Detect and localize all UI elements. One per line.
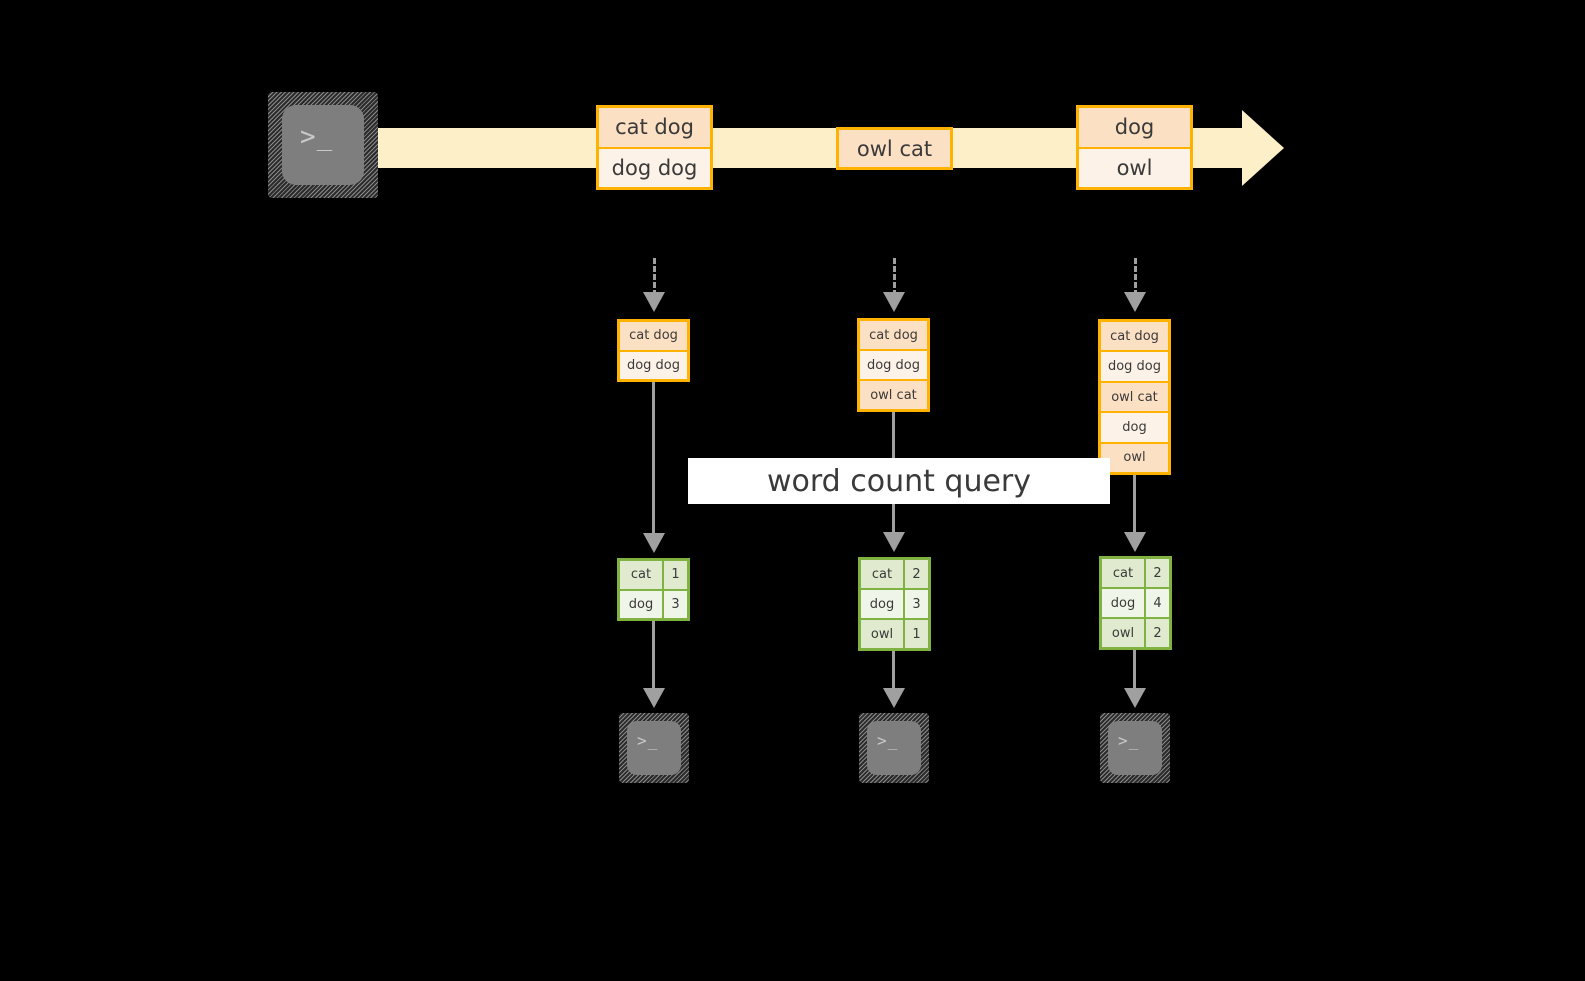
query-label: word count query bbox=[688, 458, 1110, 504]
terminal-face bbox=[627, 721, 681, 775]
result-word-cell: owl bbox=[1102, 619, 1146, 647]
result-word-cell: dog bbox=[620, 590, 664, 618]
result-word-cell: cat bbox=[861, 560, 905, 588]
table-row: cat 1 bbox=[620, 561, 687, 591]
snapshot-3-result-table: cat 2 dog 4 owl 2 bbox=[1099, 556, 1172, 650]
snapshot-record-line: cat dog bbox=[1101, 322, 1168, 353]
snapshot-record-line: owl bbox=[1101, 443, 1168, 473]
source-terminal-icon: >_ bbox=[268, 92, 378, 198]
result-count-cell: 3 bbox=[664, 590, 687, 618]
result-count-cell: 4 bbox=[1146, 589, 1169, 617]
terminal-prompt-glyph: >_ bbox=[1118, 731, 1140, 750]
terminal-prompt-glyph: >_ bbox=[877, 731, 899, 750]
sink-arrowhead-1 bbox=[643, 688, 665, 708]
snapshot-record-line: owl cat bbox=[860, 381, 927, 409]
table-row: cat 2 bbox=[861, 560, 928, 590]
snapshot-record-line: cat dog bbox=[860, 321, 927, 351]
snapshot-record-line: dog dog bbox=[620, 351, 687, 379]
result-word-cell: cat bbox=[620, 561, 664, 589]
snapshot-record-line: dog dog bbox=[1101, 352, 1168, 383]
stream-tap-arrowhead-2 bbox=[883, 292, 905, 312]
query-arrow-1 bbox=[652, 382, 655, 537]
result-count-cell: 1 bbox=[664, 561, 687, 589]
stream-arrowhead-icon bbox=[1242, 110, 1284, 186]
stream-event-line: owl bbox=[1079, 148, 1190, 187]
terminal-face bbox=[282, 105, 364, 185]
stream-tap-arrowhead-3 bbox=[1124, 292, 1146, 312]
result-word-cell: dog bbox=[1102, 589, 1146, 617]
query-arrowhead-1 bbox=[643, 533, 665, 553]
terminal-face bbox=[867, 721, 921, 775]
snapshot-2-records: cat dog dog dog owl cat bbox=[857, 318, 930, 412]
table-row: dog 4 bbox=[1102, 589, 1169, 619]
stream-event-3: dog owl bbox=[1076, 105, 1193, 190]
result-count-cell: 1 bbox=[905, 620, 928, 648]
stream-tap-arrow-3 bbox=[1134, 258, 1137, 296]
snapshot-record-line: owl cat bbox=[1101, 382, 1168, 414]
snapshot-1-result-table: cat 1 dog 3 bbox=[617, 558, 690, 621]
stream-event-line: owl cat bbox=[839, 130, 950, 167]
stream-event-line: dog bbox=[1079, 108, 1190, 149]
sink-arrowhead-3 bbox=[1124, 688, 1146, 708]
table-row: dog 3 bbox=[861, 590, 928, 620]
table-row: cat 2 bbox=[1102, 559, 1169, 589]
snapshot-1-records: cat dog dog dog bbox=[617, 319, 690, 382]
stream-tap-arrow-1 bbox=[653, 258, 656, 296]
terminal-prompt-glyph: >_ bbox=[637, 731, 659, 750]
sink-arrow-3 bbox=[1133, 650, 1136, 692]
stream-event-2: owl cat bbox=[836, 127, 953, 170]
snapshot-2-result-table: cat 2 dog 3 owl 1 bbox=[858, 557, 931, 651]
result-count-cell: 2 bbox=[905, 560, 928, 588]
sink-terminal-icon-2: >_ bbox=[859, 713, 929, 783]
sink-terminal-icon-1: >_ bbox=[619, 713, 689, 783]
snapshot-record-line: dog dog bbox=[860, 351, 927, 381]
result-word-cell: dog bbox=[861, 590, 905, 618]
result-word-cell: cat bbox=[1102, 559, 1146, 587]
sink-terminal-icon-3: >_ bbox=[1100, 713, 1170, 783]
sink-arrowhead-2 bbox=[883, 688, 905, 708]
table-row: dog 3 bbox=[620, 590, 687, 618]
sink-arrow-2 bbox=[892, 651, 895, 692]
terminal-face bbox=[1108, 721, 1162, 775]
result-count-cell: 2 bbox=[1146, 559, 1169, 587]
stream-event-line: cat dog bbox=[599, 108, 710, 149]
query-arrowhead-2 bbox=[883, 532, 905, 552]
snapshot-record-line: dog bbox=[1101, 413, 1168, 444]
stream-event-line: dog dog bbox=[599, 148, 710, 187]
query-arrowhead-3 bbox=[1124, 532, 1146, 552]
result-count-cell: 2 bbox=[1146, 619, 1169, 647]
table-row: owl 1 bbox=[861, 620, 928, 648]
stream-event-1: cat dog dog dog bbox=[596, 105, 713, 190]
sink-arrow-1 bbox=[652, 621, 655, 692]
query-arrow-3 bbox=[1133, 475, 1136, 536]
result-word-cell: owl bbox=[861, 620, 905, 648]
stream-tap-arrow-2 bbox=[893, 258, 896, 296]
result-count-cell: 3 bbox=[905, 590, 928, 618]
table-row: owl 2 bbox=[1102, 619, 1169, 647]
snapshot-record-line: cat dog bbox=[620, 322, 687, 352]
terminal-prompt-glyph: >_ bbox=[300, 122, 334, 152]
snapshot-3-records: cat dog dog dog owl cat dog owl bbox=[1098, 319, 1171, 475]
stream-tap-arrowhead-1 bbox=[643, 292, 665, 312]
